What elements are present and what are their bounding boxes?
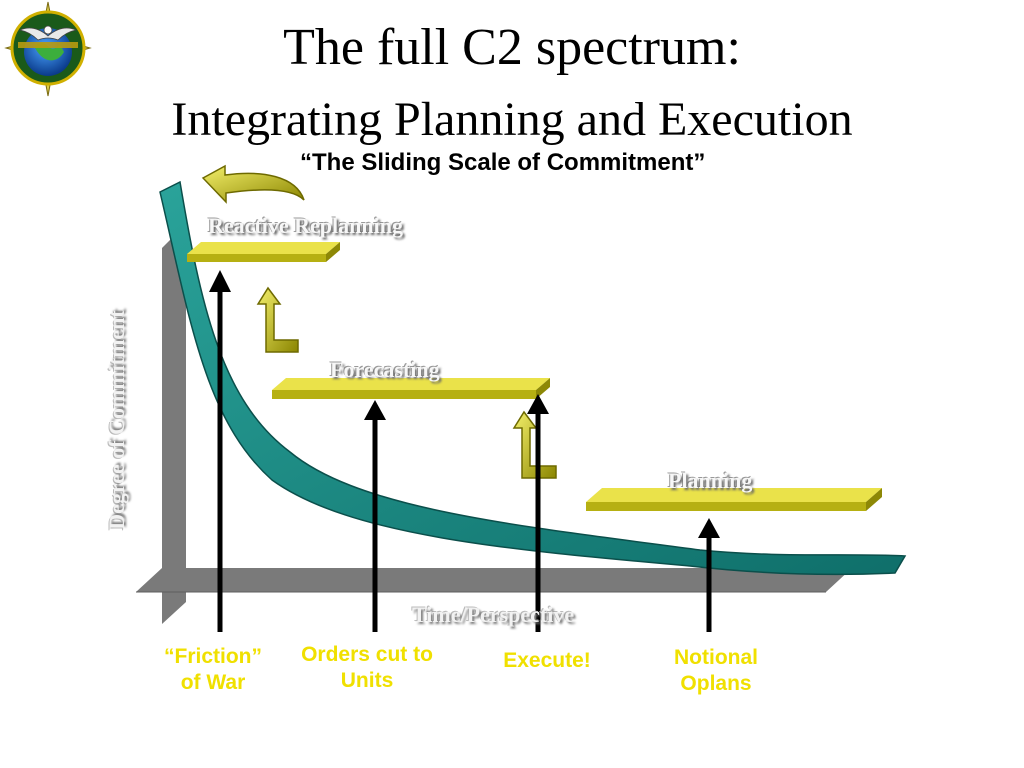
bottom-label-friction-line1: “Friction” — [164, 645, 262, 668]
bottom-label-execute-line1: Execute! — [503, 649, 591, 672]
bottom-label-notional-line2: Oplans — [680, 672, 752, 695]
arrow-notional-oplans — [698, 518, 720, 632]
arrow-friction-of-war — [209, 270, 231, 632]
step-label-reactive-replanning: Reactive Replanning — [208, 213, 403, 238]
arrow-orders-cut — [364, 400, 386, 632]
bottom-label-orders: Orders cut to Units — [282, 642, 452, 694]
step-label-planning: Planning — [668, 468, 753, 493]
y-axis-label: Degree of Commitment — [104, 310, 129, 530]
bottom-label-orders-line2: Units — [340, 669, 394, 692]
bottom-label-friction-line2: of War — [180, 671, 246, 694]
commitment-curve — [159, 180, 907, 576]
bottom-label-notional: Notional Oplans — [650, 645, 782, 697]
platform-forecasting — [272, 378, 550, 399]
title-line-2: Integrating Planning and Execution — [171, 93, 853, 146]
curved-arrow-low-icon — [512, 410, 557, 479]
logo-emblem-icon — [4, 1, 92, 97]
title-line-1: The full C2 spectrum: — [283, 19, 741, 76]
bottom-label-execute: Execute! — [482, 648, 612, 674]
x-axis-floor — [136, 568, 852, 592]
bottom-label-notional-line1: Notional — [674, 646, 758, 669]
x-axis-label: Time/Perspective — [412, 602, 575, 627]
subtitle: “The Sliding Scale of Commitment” — [300, 149, 706, 176]
step-label-forecasting: Forecasting — [330, 357, 440, 382]
platform-planning — [586, 488, 882, 511]
bottom-label-orders-line1: Orders cut to — [301, 643, 433, 666]
y-axis-wall — [162, 224, 186, 624]
curved-arrow-top-icon — [201, 164, 305, 204]
platform-reactive-replanning — [187, 242, 340, 262]
curved-arrow-mid-icon — [256, 286, 299, 353]
arrow-execute — [527, 394, 549, 632]
bottom-label-friction: “Friction” of War — [140, 644, 286, 696]
